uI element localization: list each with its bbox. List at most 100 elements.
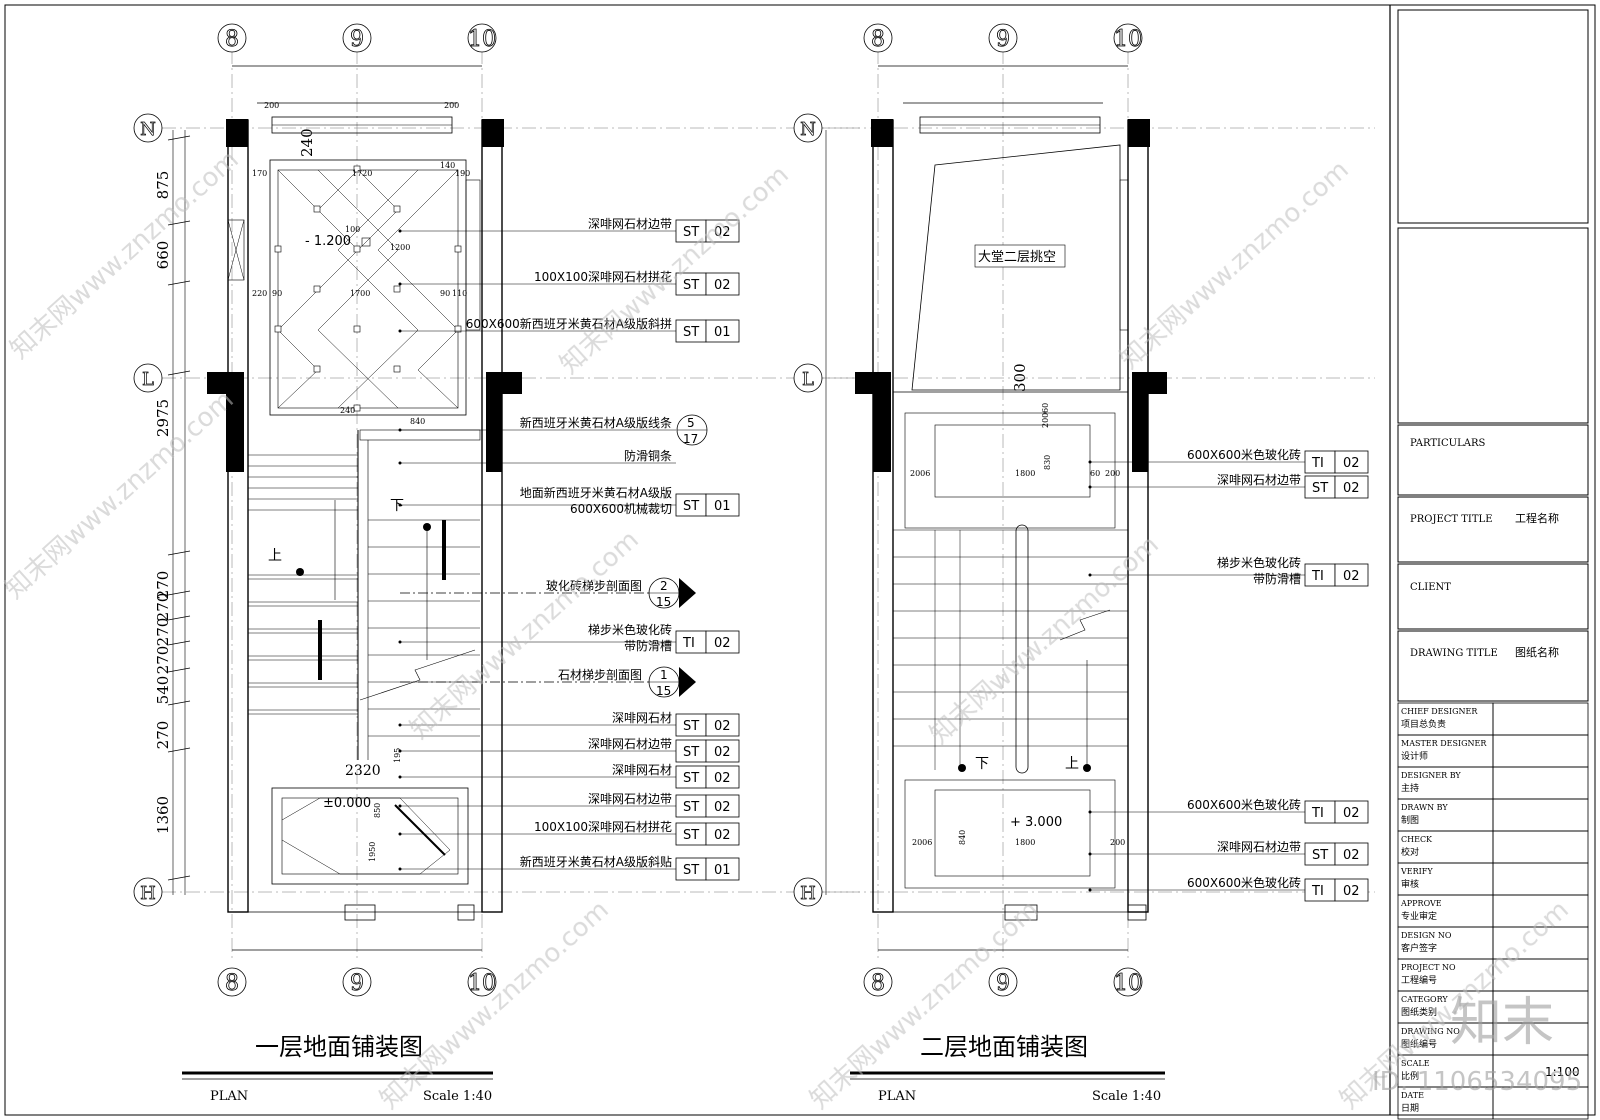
f1-level-basement: - 1.200 — [305, 234, 351, 249]
callout-text: 深啡网石材边带 — [588, 792, 672, 806]
watermark-logo: 知末 — [1450, 993, 1554, 1053]
material-code: TI — [1311, 884, 1324, 899]
leader-dot — [1088, 485, 1092, 489]
material-num-box — [705, 319, 740, 343]
dimension-label: 270 — [154, 646, 172, 675]
tb-row-value-cell — [1492, 766, 1589, 800]
leader-dot — [398, 775, 402, 779]
tb-project-box — [1397, 496, 1589, 563]
tb-row-label-cn: 主持 — [1401, 782, 1419, 794]
tb-client-box — [1397, 563, 1589, 630]
dimension-label: 170 — [252, 169, 267, 178]
leader-dot — [398, 282, 402, 286]
tb-row-value-cell — [1492, 862, 1589, 896]
f2-upper-border — [904, 412, 1116, 529]
watermark-text: 知末网www.znzmo.com — [375, 895, 615, 1115]
callout-text: 600X600米色玻化砖 — [1187, 447, 1301, 462]
dimension-label: 240 — [340, 406, 355, 415]
section-ref-bottom: 15 — [656, 595, 671, 609]
grid-column-label: 9 — [350, 27, 364, 52]
f2-column — [871, 119, 893, 147]
grid-row-bubble — [793, 363, 823, 393]
leader-dot — [398, 428, 402, 432]
material-num-box — [1334, 475, 1369, 499]
dimension-label: 200 — [444, 101, 459, 110]
material-code: ST — [683, 225, 699, 240]
material-num-box — [705, 739, 740, 763]
dimension-label: 140 — [440, 161, 455, 170]
section-ref-top: 2 — [660, 579, 668, 593]
material-code: ST — [683, 278, 699, 293]
f1-south-door — [457, 904, 475, 921]
dimension-label: 850 — [373, 803, 382, 818]
tb-row-label-en: MASTER DESIGNER — [1401, 739, 1487, 748]
callout-text: 玻化砖梯步剖面图 — [546, 578, 642, 593]
f1-lower-pattern — [281, 797, 451, 875]
f1-east-cabinet — [465, 179, 481, 331]
dimension-label: 200 — [264, 101, 279, 110]
f1-stair-up-label: 上 — [268, 548, 282, 564]
material-code: ST — [683, 828, 699, 843]
detail-ref-bottom: 17 — [683, 432, 698, 446]
material-num-box — [705, 272, 740, 296]
f1-upper-field — [277, 169, 459, 409]
grid-column-bubble — [1113, 967, 1143, 997]
tb-row-label-en: VERIFY — [1400, 867, 1433, 876]
material-code: ST — [683, 499, 699, 514]
callout-text: 100X100深啡网石材拼花 — [534, 819, 672, 834]
watermark-text: 知末网www.znzmo.com — [5, 145, 245, 365]
callout-text: 600X600米色玻化砖 — [1187, 875, 1301, 890]
f1-stair-down-label: 下 — [390, 498, 404, 514]
material-number: 01 — [714, 499, 731, 514]
grid-column-bubble — [217, 23, 247, 53]
section-ref-bottom: 15 — [656, 684, 671, 698]
section-ref-top: 1 — [660, 668, 668, 682]
tb-stamp-box — [1397, 227, 1589, 424]
tb-row-label-en: DRAWN BY — [1401, 803, 1448, 812]
material-number: 02 — [714, 225, 731, 240]
dimension-label: 60 — [1090, 469, 1100, 478]
f2-stair-rail — [1015, 524, 1029, 774]
grid-row-bubble — [133, 363, 163, 393]
dimension-label: 110 — [452, 289, 467, 298]
grid-column-label: 10 — [468, 971, 496, 996]
f1-handrail — [442, 520, 446, 580]
dimension-label: 840 — [958, 830, 967, 845]
f1-upper-border — [269, 159, 467, 416]
callout-text: 100X100深啡网石材拼花 — [534, 269, 672, 284]
dim-tick — [167, 875, 191, 881]
detail-ref-top: 5 — [687, 416, 695, 430]
dimension-label: 1360 — [154, 796, 172, 834]
callout-text: 梯步米色玻化砖 — [1217, 555, 1301, 570]
f2-scale-label: Scale 1:40 — [1092, 1089, 1161, 1104]
leader-dot — [398, 867, 402, 871]
callout-text: 深啡网石材 — [612, 763, 672, 777]
tb-row-value-cell — [1492, 830, 1589, 864]
leader-dot — [1088, 888, 1092, 892]
f2-east-cabinet — [1119, 179, 1129, 331]
material-code: ST — [683, 719, 699, 734]
dimension-label: 200 — [1110, 838, 1125, 847]
material-number: 02 — [1343, 884, 1360, 899]
tb-row-label-en: DRAWING NO — [1401, 1027, 1460, 1036]
material-code: TI — [1311, 456, 1324, 471]
callout-text: 深啡网石材边带 — [588, 737, 672, 751]
tb-row-label-cn: 设计师 — [1401, 750, 1428, 762]
leader-dot — [398, 461, 402, 465]
callout-text: 深啡网石材边带 — [1217, 840, 1301, 854]
f1-west-wall — [227, 119, 249, 913]
dimension-label: 1700 — [350, 289, 370, 298]
material-num-box — [1334, 563, 1369, 587]
sheet-frame — [4, 4, 1596, 1116]
f1-column — [486, 372, 502, 472]
f2-lower-field — [934, 789, 1091, 877]
f1-column — [482, 119, 504, 147]
tb-row-label-cn: 图纸类别 — [1401, 1006, 1437, 1018]
grid-row-bubble — [793, 113, 823, 143]
material-num-box — [705, 765, 740, 789]
tb-row-label-en: DATE — [1401, 1091, 1424, 1100]
grid-column-bubble — [863, 967, 893, 997]
tb-row-label-en: PROJECT NO — [1401, 963, 1456, 972]
